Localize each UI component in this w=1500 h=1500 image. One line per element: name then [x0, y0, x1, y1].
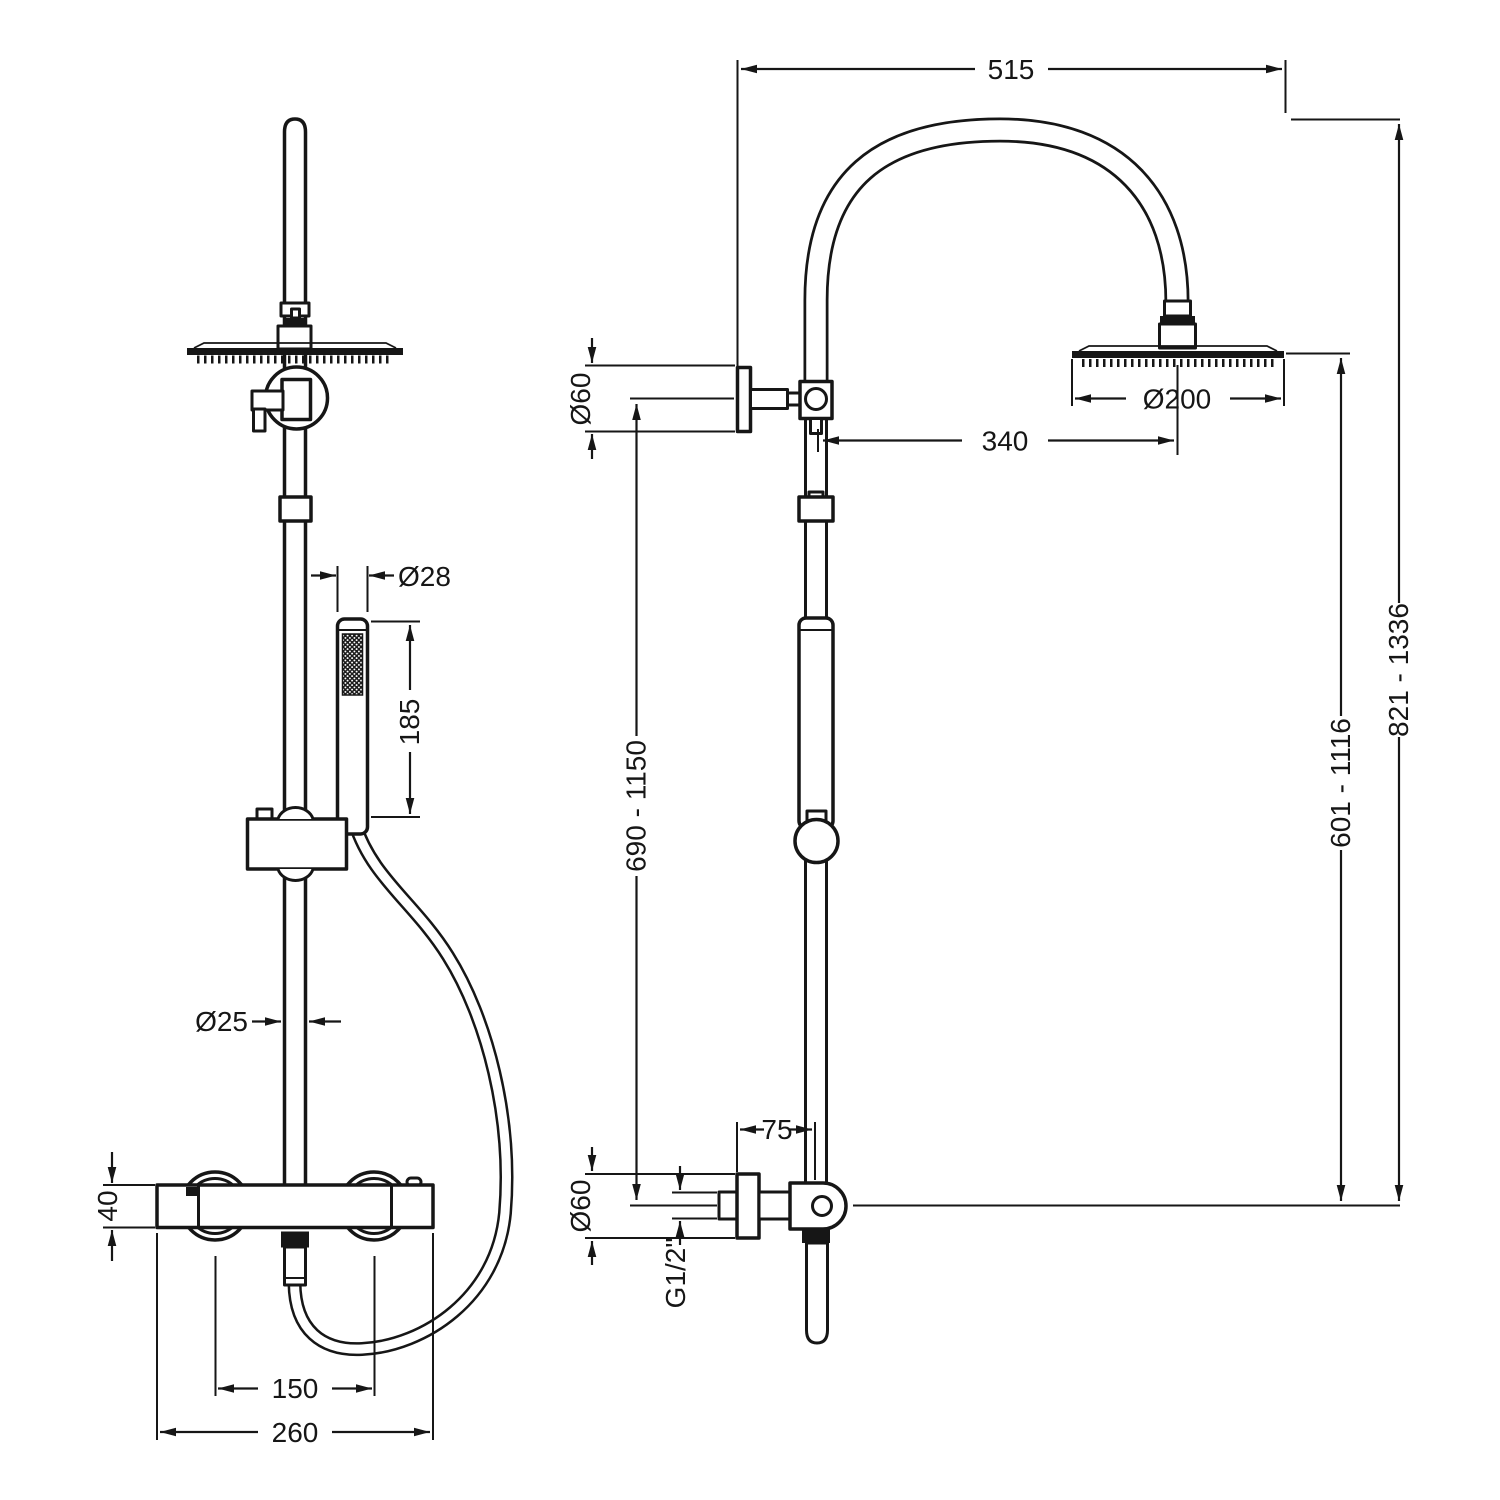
- front-shower-hose: [287, 821, 514, 1357]
- front-view: Ø28 185 Ø25 40: [92, 117, 514, 1448]
- front-slider-bracket: [245, 806, 349, 882]
- side-rain-head: [1072, 345, 1284, 455]
- side-slider-knob: [793, 809, 840, 865]
- side-diverter: [798, 379, 834, 435]
- dim-head-diameter: Ø200: [1071, 359, 1285, 415]
- dim-riser-diameter-label: Ø25: [195, 1006, 248, 1037]
- dim-top-bracket-diameter: Ø60: [565, 338, 735, 459]
- front-pipe-coupler: [278, 495, 313, 523]
- side-bottom-wall-elbow: [717, 1172, 848, 1345]
- side-gooseneck-arm: [803, 117, 1190, 392]
- dim-overall-height-range-label: 821 - 1336: [1383, 603, 1414, 737]
- side-dimensions: 515 Ø200 340 Ø60: [565, 54, 1414, 1308]
- front-diverter: [250, 365, 330, 433]
- side-pipe-coupler: [797, 490, 835, 523]
- dim-bracket-height-range-label: 690 - 1150: [621, 740, 652, 872]
- front-thermostatic-valve: [155, 1170, 435, 1287]
- front-riser-pipe: [282, 117, 308, 1190]
- dim-wall-offset-label: 75: [761, 1114, 792, 1145]
- side-head-connector: [1158, 299, 1197, 350]
- dim-inlet-centres: 150: [214, 1256, 376, 1404]
- dim-inlet-thread: G1/2": [660, 1166, 717, 1308]
- dim-bottom-bracket-diameter: Ø60: [565, 1147, 735, 1265]
- front-handset: [335, 617, 370, 836]
- dim-inlet-centres-label: 150: [272, 1373, 319, 1404]
- side-view: 515 Ø200 340 Ø60: [565, 54, 1414, 1345]
- dim-handset-diameter-label: Ø28: [398, 561, 451, 592]
- dim-handset-length-label: 185: [394, 699, 425, 746]
- dim-valve-height: 40: [92, 1152, 155, 1261]
- dim-head-height-range: 601 - 1116: [1286, 352, 1356, 1201]
- dim-bracket-height-range: 690 - 1150: [621, 397, 734, 1200]
- dim-inlet-thread-label: G1/2": [660, 1238, 691, 1309]
- dim-head-height-range-label: 601 - 1116: [1325, 718, 1356, 848]
- side-handset: [797, 616, 835, 830]
- dim-valve-width-label: 260: [272, 1417, 319, 1448]
- dim-valve-height-label: 40: [92, 1190, 123, 1221]
- dim-handset-length: 185: [371, 620, 425, 818]
- front-rain-head: [187, 342, 403, 364]
- dim-head-reach: 340: [817, 426, 1174, 457]
- dim-top-projection: 515: [741, 54, 1282, 85]
- dim-handset-diameter: Ø28: [311, 561, 451, 612]
- side-top-wall-bracket: [735, 365, 802, 434]
- dim-valve-width: 260: [156, 1233, 434, 1448]
- dim-top-bracket-diameter-label: Ø60: [565, 373, 596, 426]
- side-hose-drop: [805, 1241, 829, 1345]
- front-dimensions: Ø28 185 Ø25 40: [92, 561, 451, 1448]
- dim-top-projection-label: 515: [988, 54, 1035, 85]
- dim-bottom-bracket-diameter-label: Ø60: [565, 1180, 596, 1233]
- dim-riser-diameter: Ø25: [195, 1006, 341, 1037]
- dim-head-diameter-label: Ø200: [1143, 384, 1212, 415]
- dim-overall-height-range: 821 - 1336: [1383, 124, 1414, 1201]
- dim-wall-offset: 75: [736, 1114, 816, 1180]
- valve-outlet: [281, 1231, 309, 1248]
- dim-head-reach-label: 340: [982, 426, 1029, 457]
